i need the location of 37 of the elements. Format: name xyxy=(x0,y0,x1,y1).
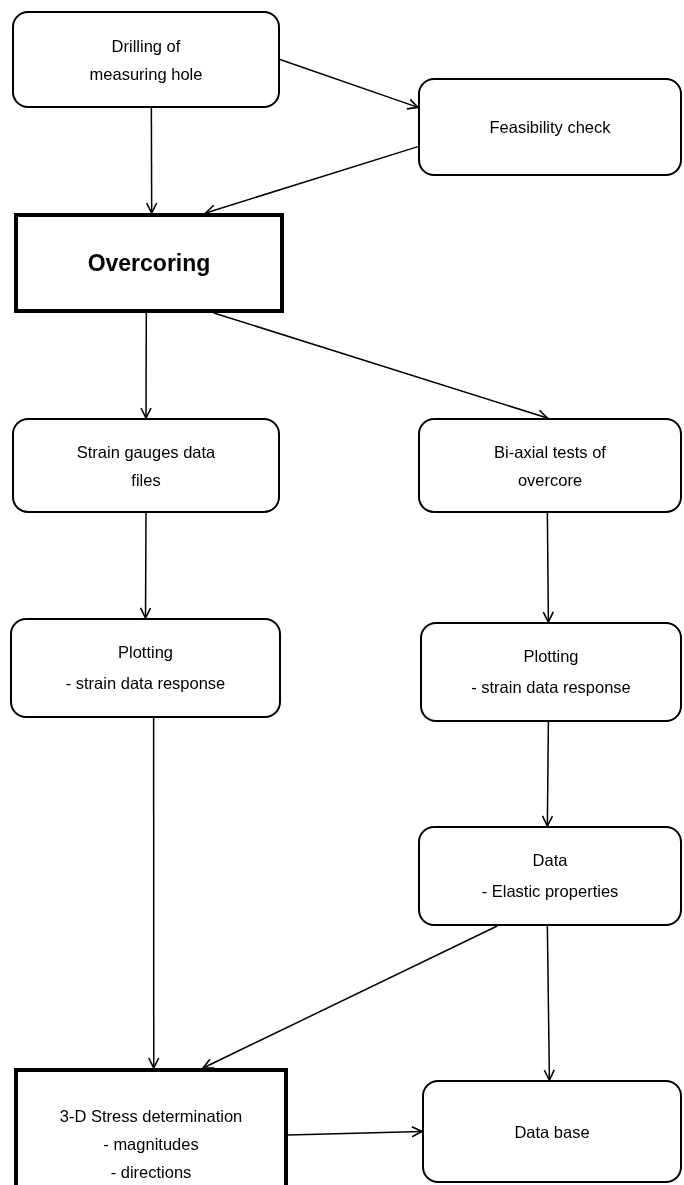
box-heading: Plotting xyxy=(117,642,173,663)
box-text: Feasibility check xyxy=(489,117,611,138)
arrow xyxy=(202,925,498,1069)
rounded-box xyxy=(418,78,682,176)
arrow xyxy=(213,312,549,421)
box-text: Strain gauges data files xyxy=(76,441,216,491)
rounded-box xyxy=(418,826,682,926)
box-text: - strain data response xyxy=(471,677,631,698)
box-text: Data base xyxy=(514,1121,590,1143)
arrow xyxy=(541,721,554,827)
box-text: Drilling of measuring hole xyxy=(88,35,204,85)
arrow xyxy=(145,107,158,214)
rounded-box xyxy=(10,618,281,718)
arrow xyxy=(147,717,160,1069)
arrow xyxy=(279,58,419,110)
arrow xyxy=(287,1125,423,1138)
process-box xyxy=(14,1068,288,1185)
box-text: - Elastic properties xyxy=(481,881,619,902)
rounded-box xyxy=(12,11,280,108)
process-box xyxy=(14,213,284,313)
arrow xyxy=(140,312,152,419)
box-text: Bi-axial tests of overcore xyxy=(493,441,607,491)
box-heading: Data xyxy=(532,850,568,871)
box-text: - directions xyxy=(110,1162,192,1183)
arrow xyxy=(543,925,556,1081)
box-heading: 3-D Stress determination xyxy=(59,1106,243,1127)
box-heading: Plotting xyxy=(523,646,579,667)
arrow xyxy=(204,145,419,216)
box-text: - strain data response xyxy=(65,673,226,694)
rounded-box xyxy=(422,1080,682,1183)
arrow xyxy=(542,512,555,623)
rounded-box xyxy=(12,418,280,513)
arrow xyxy=(139,512,152,619)
box-text: Overcoring xyxy=(87,249,211,277)
box-text: - magnitudes xyxy=(103,1134,199,1155)
rounded-box xyxy=(420,622,682,722)
rounded-box xyxy=(418,418,682,513)
